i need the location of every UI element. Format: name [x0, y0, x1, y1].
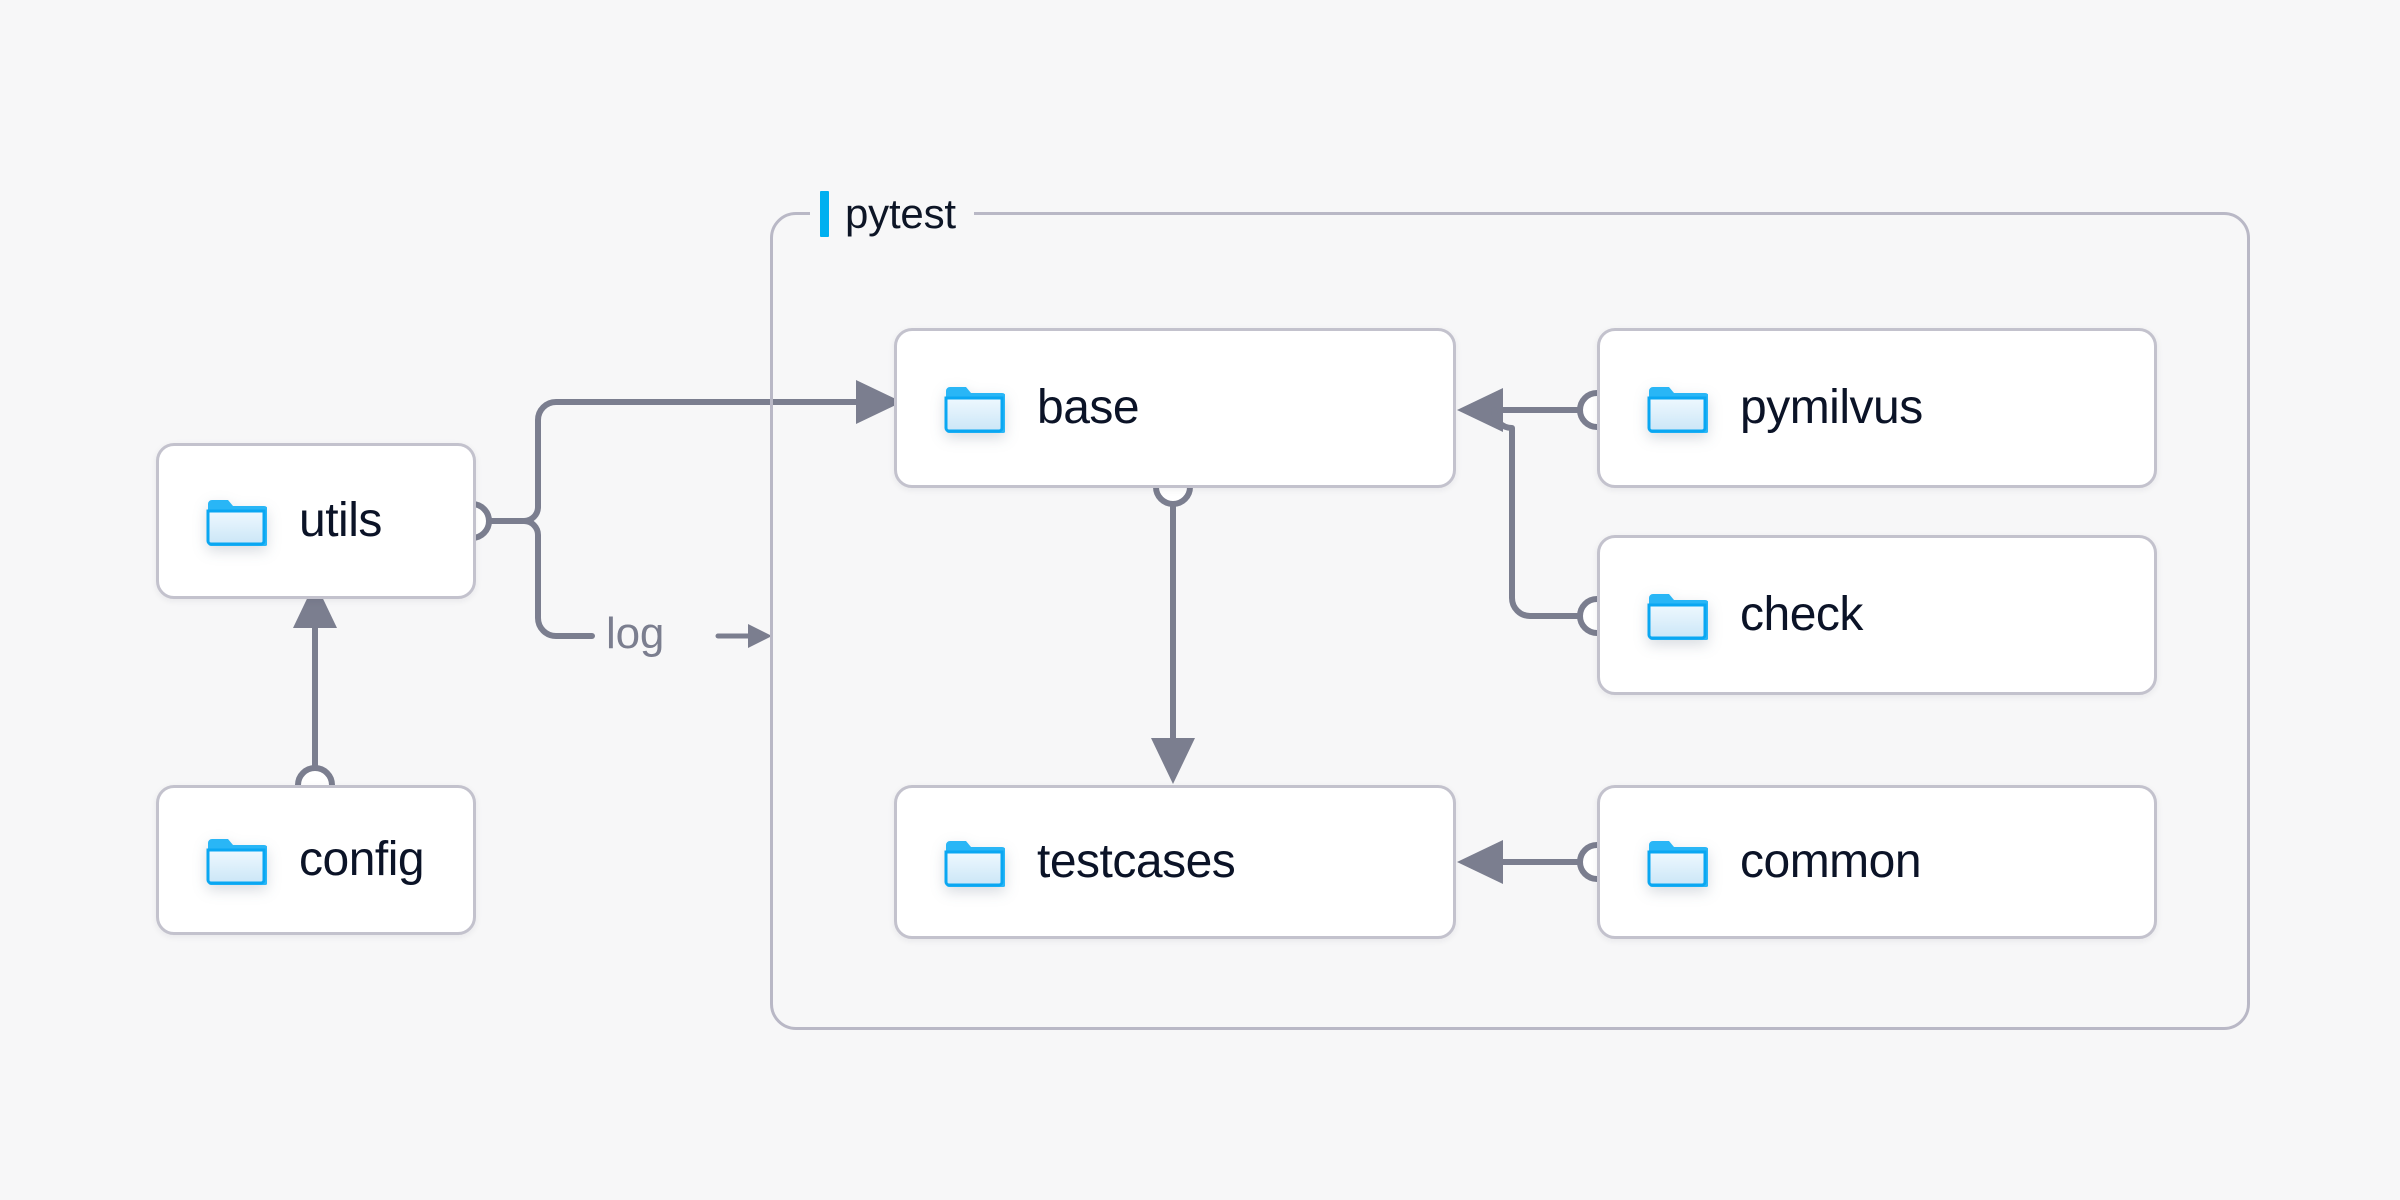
- node-common[interactable]: common: [1597, 785, 2157, 939]
- folder-icon: [943, 382, 1005, 434]
- node-pymilvus-label: pymilvus: [1740, 381, 1923, 434]
- group-pytest-label: pytest: [810, 186, 974, 242]
- node-check-label: check: [1740, 588, 1863, 641]
- folder-icon: [1646, 836, 1708, 888]
- folder-icon: [205, 834, 267, 886]
- node-utils-label: utils: [299, 494, 382, 547]
- node-testcases[interactable]: testcases: [894, 785, 1456, 939]
- node-config-label: config: [299, 833, 425, 886]
- edge-label-log: log: [606, 609, 665, 658]
- node-config[interactable]: config: [156, 785, 476, 935]
- node-pymilvus[interactable]: pymilvus: [1597, 328, 2157, 488]
- node-base[interactable]: base: [894, 328, 1456, 488]
- node-common-label: common: [1740, 835, 1922, 888]
- log-arrow-icon: [715, 624, 772, 648]
- node-utils[interactable]: utils: [156, 443, 476, 599]
- folder-icon: [943, 836, 1005, 888]
- group-pytest-label-text: pytest: [845, 190, 956, 237]
- node-check[interactable]: check: [1597, 535, 2157, 695]
- folder-icon: [205, 495, 267, 547]
- folder-icon: [1646, 589, 1708, 641]
- node-base-label: base: [1037, 381, 1140, 434]
- edge-utils-log: [484, 518, 595, 639]
- folder-icon: [1646, 382, 1708, 434]
- group-pytest: [770, 212, 2250, 1030]
- edge-config-to-utils: [293, 582, 337, 805]
- node-testcases-label: testcases: [1037, 835, 1236, 888]
- accent-bar-icon: [820, 191, 829, 237]
